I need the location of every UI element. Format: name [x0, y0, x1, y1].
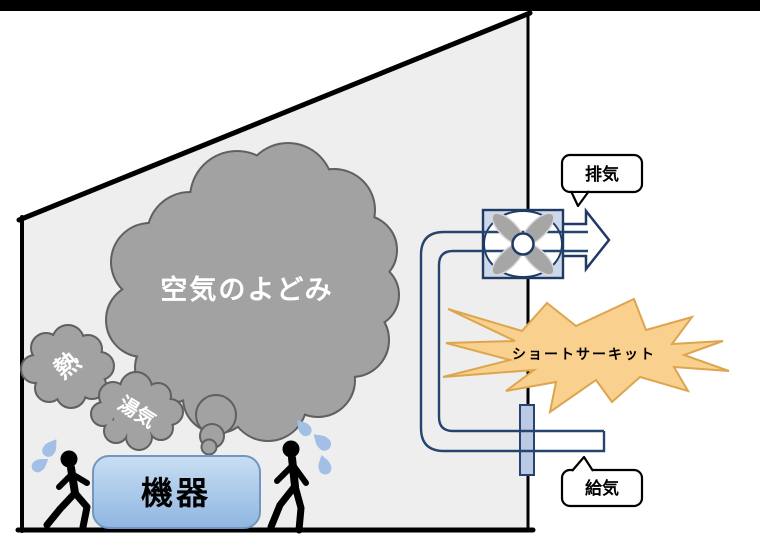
- short-circuit-label: ショートサーキット: [512, 346, 656, 362]
- top-letterbox-bar: [0, 0, 760, 11]
- bubble-trail: [195, 394, 237, 456]
- person-left-icon: [43, 450, 91, 531]
- person-right-icon: [267, 440, 309, 534]
- duct-inner-line: [437, 249, 604, 433]
- heat-cloud: 熱: [20, 324, 115, 409]
- fan-hub: [511, 232, 535, 256]
- supply-callout: 給気: [560, 455, 644, 508]
- stagnant-air-label: 空気のよどみ: [160, 274, 333, 305]
- supply-vent: [519, 404, 535, 476]
- supply-label: 給気: [585, 478, 619, 498]
- short-circuit-burst: ショートサーキット: [442, 297, 730, 415]
- duct-outer-line: [419, 230, 606, 453]
- room-roof-line: [16, 10, 533, 223]
- steam-cloud: 湯気: [90, 371, 184, 451]
- equipment-label: 機器: [141, 475, 211, 511]
- stagnant-air-cloud: 空気のよどみ: [105, 142, 400, 442]
- equipment-box: 機器: [92, 455, 261, 529]
- exhaust-callout: 排気: [560, 153, 644, 208]
- exhaust-label: 排気: [585, 164, 619, 184]
- exhaust-arrow-icon: [559, 207, 611, 273]
